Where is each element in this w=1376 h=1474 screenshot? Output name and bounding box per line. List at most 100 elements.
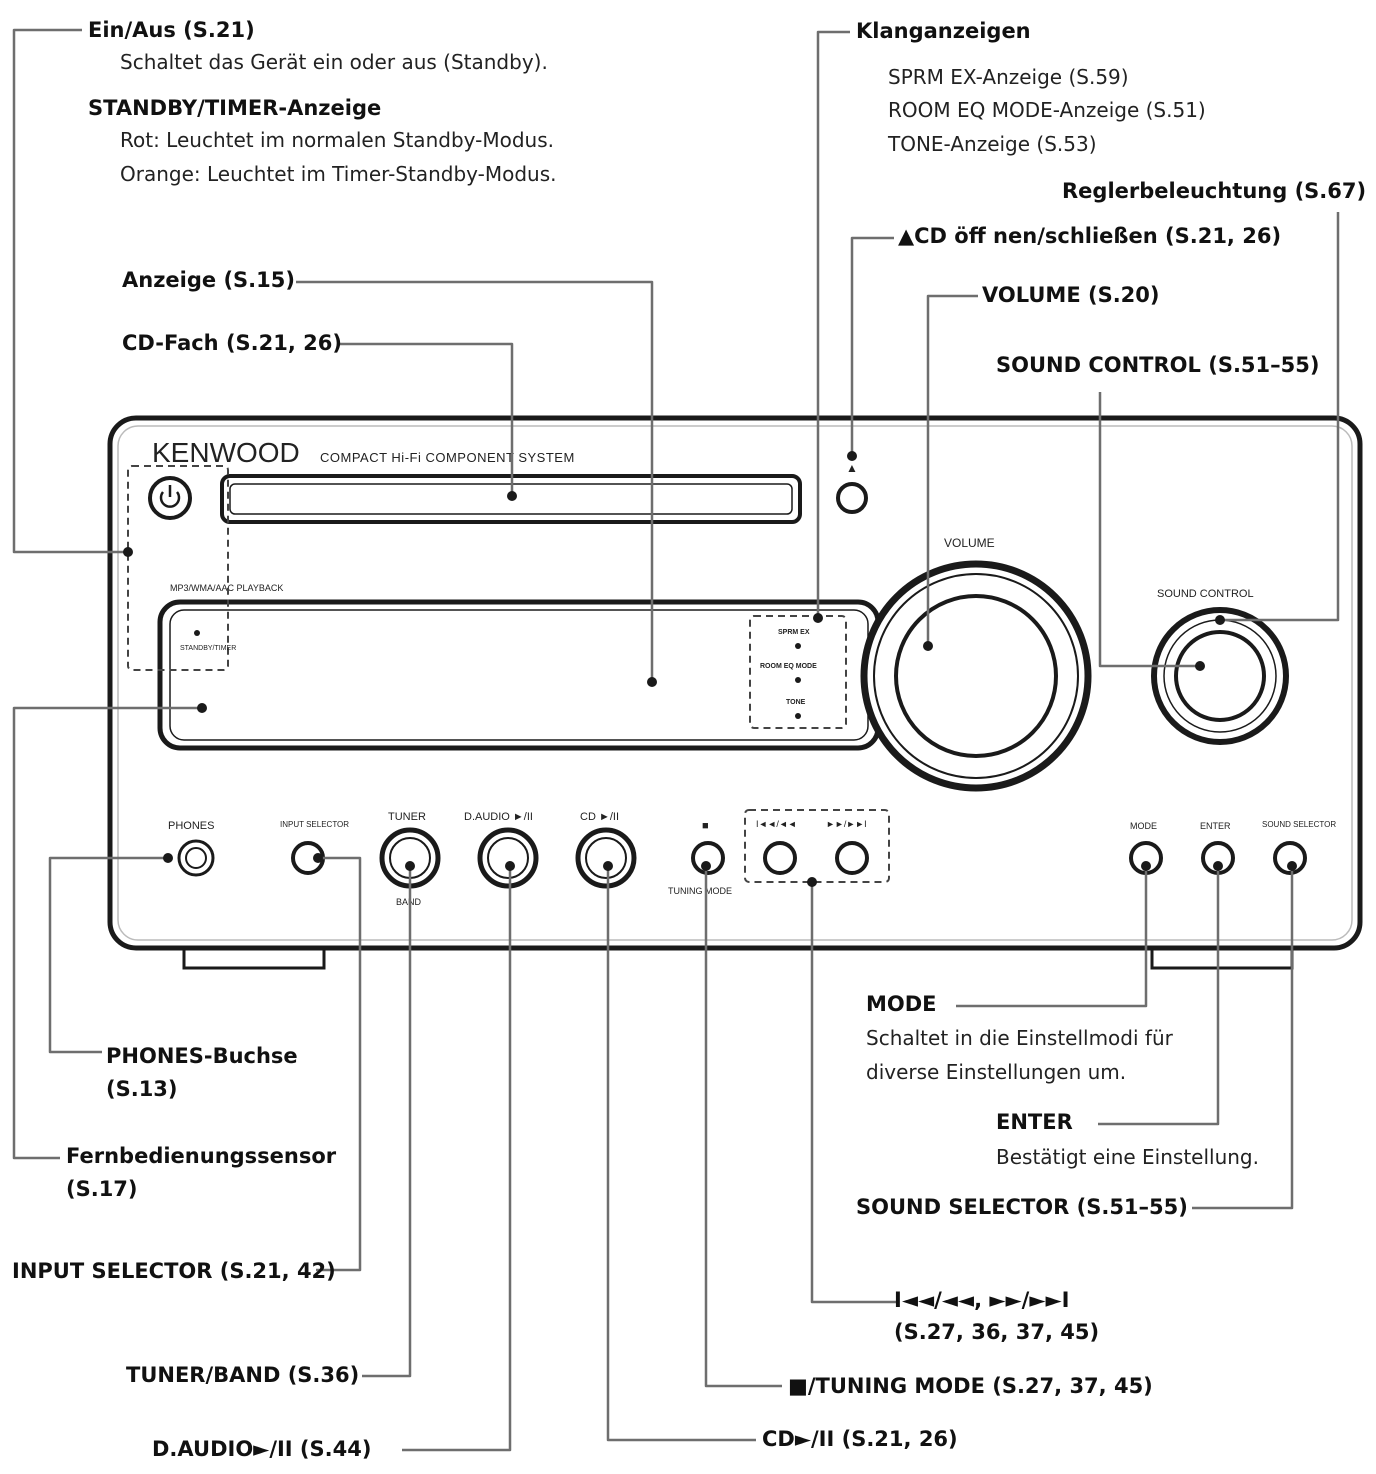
prev-label: I◄◄/◄◄: [756, 819, 797, 829]
leader-cd-tray: [338, 342, 514, 496]
volume-label: VOLUME: [944, 536, 995, 550]
prev-button[interactable]: [763, 841, 797, 875]
callout-sound-selector: SOUND SELECTOR (S.51–55): [856, 1195, 1188, 1219]
callout-sound-indicators-line3: TONE-Anzeige (S.53): [888, 132, 1097, 156]
leader-input-selector: [316, 856, 362, 1272]
sound-control-knob[interactable]: [1174, 630, 1266, 722]
callout-phones-line2: (S.13): [106, 1077, 178, 1101]
leader-mode: [956, 866, 1148, 1008]
daudio-button[interactable]: [487, 837, 529, 879]
callout-phones-line1: PHONES-Buchse: [106, 1044, 298, 1068]
dot-remote-sensor: [197, 703, 207, 713]
enter-label: ENTER: [1200, 821, 1231, 831]
leader-skip: [810, 882, 898, 1304]
input-selector-label: INPUT SELECTOR: [280, 820, 349, 829]
tuner-label: TUNER: [388, 811, 426, 823]
dot-sound-indicators: [813, 613, 823, 623]
callout-cd-tray: CD-Fach (S.21, 26): [122, 331, 342, 355]
power-button[interactable]: [148, 476, 192, 520]
sound-indicators-frame: [749, 615, 847, 729]
standby-led: [194, 630, 200, 636]
indicator-sprm-led: [795, 643, 801, 649]
callout-volume: VOLUME (S.20): [982, 283, 1160, 307]
dot-phones: [163, 853, 173, 863]
callout-skip-line1: I◄◄/◄◄, ►►/►►I: [894, 1288, 1070, 1312]
dot-cd-play: [603, 861, 613, 871]
callout-sound-indicators-line1: SPRM EX-Anzeige (S.59): [888, 65, 1129, 89]
callout-sound-control: SOUND CONTROL (S.51–55): [996, 353, 1320, 377]
callout-input-selector: INPUT SELECTOR (S.21, 42): [12, 1259, 336, 1283]
callout-cd-play: CD►/II (S.21, 26): [762, 1427, 958, 1451]
stop-icon: ■: [702, 820, 709, 832]
callout-power-desc: Schaltet das Gerät ein oder aus (Standby…: [120, 50, 548, 74]
eject-icon: ▲: [846, 461, 858, 475]
dot-input-selector: [313, 853, 323, 863]
callout-daudio: D.AUDIO►/II (S.44): [152, 1437, 372, 1461]
callout-remote-sensor-line2: (S.17): [66, 1177, 138, 1201]
dot-stop-tuning: [701, 861, 711, 871]
dot-sound-selector: [1287, 861, 1297, 871]
leader-tuner-band: [362, 866, 412, 1378]
eject-button[interactable]: [836, 482, 868, 514]
dot-power: [123, 547, 133, 557]
callout-display: Anzeige (S.15): [122, 268, 295, 292]
standby-label: STANDBY/TIMER: [180, 645, 236, 652]
leader-sound-indicators: [816, 30, 850, 618]
power-icon: [159, 485, 181, 508]
indicator-sprm-label: SPRM EX: [778, 629, 810, 636]
leader-enter: [1098, 866, 1220, 1126]
dot-mode: [1141, 861, 1151, 871]
callout-mode-title: MODE: [866, 992, 937, 1016]
callout-sound-indicators-title: Klanganzeigen: [856, 19, 1031, 43]
daudio-label: D.AUDIO ►/II: [464, 811, 533, 823]
cd-play-label: CD ►/II: [580, 811, 619, 823]
callout-stop-tuning: ■/TUNING MODE (S.27, 37, 45): [788, 1374, 1153, 1398]
sound-selector-label: SOUND SELECTOR: [1262, 820, 1336, 829]
dot-volume: [923, 641, 933, 651]
leader-illumination: [1220, 212, 1340, 622]
callout-enter-title: ENTER: [996, 1110, 1073, 1134]
leader-display: [296, 280, 654, 682]
callout-sound-indicators-line2: ROOM EQ MODE-Anzeige (S.51): [888, 98, 1206, 122]
standby-group-frame: [127, 465, 229, 671]
brand-subtitle: COMPACT Hi-Fi COMPONENT SYSTEM: [320, 450, 575, 465]
callout-power-title: Ein/Aus (S.21): [88, 18, 255, 42]
callout-illumination: Reglerbeleuchtung (S.67): [1062, 179, 1367, 203]
dot-daudio: [505, 861, 515, 871]
leader-remote-sensor: [12, 706, 202, 1160]
leader-sound-selector: [1192, 866, 1294, 1210]
sound-selector-button[interactable]: [1273, 841, 1307, 875]
callout-remote-sensor-line1: Fernbedienungssensor: [66, 1144, 337, 1168]
callout-mode-desc1: Schaltet in die Einstellmodi für: [866, 1026, 1173, 1050]
dot-sound-control: [1195, 661, 1205, 671]
callout-mode-desc2: diverse Einstellungen um.: [866, 1060, 1127, 1084]
next-button[interactable]: [835, 841, 869, 875]
playback-label: MP3/WMA/AAC PLAYBACK: [170, 583, 283, 593]
stop-button[interactable]: [691, 841, 725, 875]
dot-tuner-band: [405, 861, 415, 871]
leader-power: [12, 28, 128, 554]
leader-cd-play: [606, 866, 756, 1442]
callout-tuner-band: TUNER/BAND (S.36): [126, 1363, 360, 1387]
dot-cd-tray: [507, 491, 517, 501]
dot-skip: [807, 877, 817, 887]
phones-label: PHONES: [168, 820, 214, 832]
callout-eject: ▲CD öff nen/schließen (S.21, 26): [898, 224, 1282, 248]
callout-standby-desc2: Orange: Leuchtet im Timer-Standby-Modus.: [120, 162, 557, 186]
dot-enter: [1213, 861, 1223, 871]
dot-eject: [847, 451, 857, 461]
tuning-mode-label: TUNING MODE: [668, 886, 732, 896]
indicator-room-label: ROOM EQ MODE: [760, 663, 817, 670]
mode-label: MODE: [1130, 821, 1157, 831]
leader-phones: [48, 856, 168, 1054]
next-label: ►►/►►I: [826, 819, 867, 829]
callout-skip-line2: (S.27, 36, 37, 45): [894, 1320, 1100, 1344]
volume-knob[interactable]: [894, 594, 1058, 758]
device-body-inner: [117, 425, 1353, 941]
leader-stop-tuning: [704, 866, 782, 1388]
leader-volume: [926, 294, 978, 646]
cd-play-button[interactable]: [585, 837, 627, 879]
indicator-room-led: [795, 677, 801, 683]
